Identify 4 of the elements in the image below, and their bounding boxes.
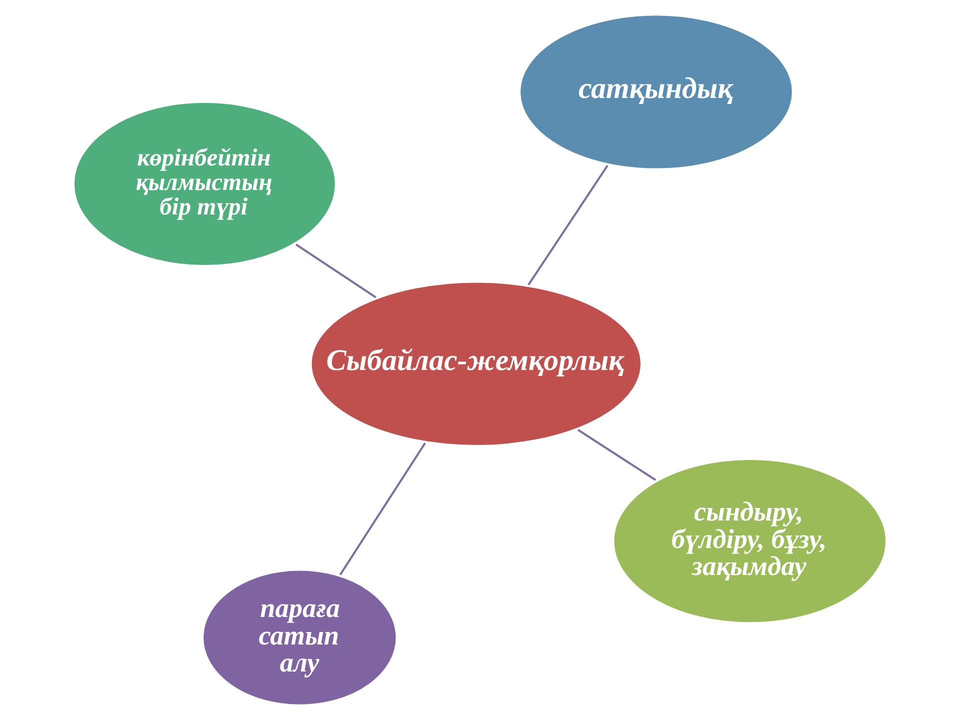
connector [528, 165, 608, 286]
connector [295, 244, 376, 298]
connector [339, 442, 426, 576]
connector [578, 428, 656, 481]
